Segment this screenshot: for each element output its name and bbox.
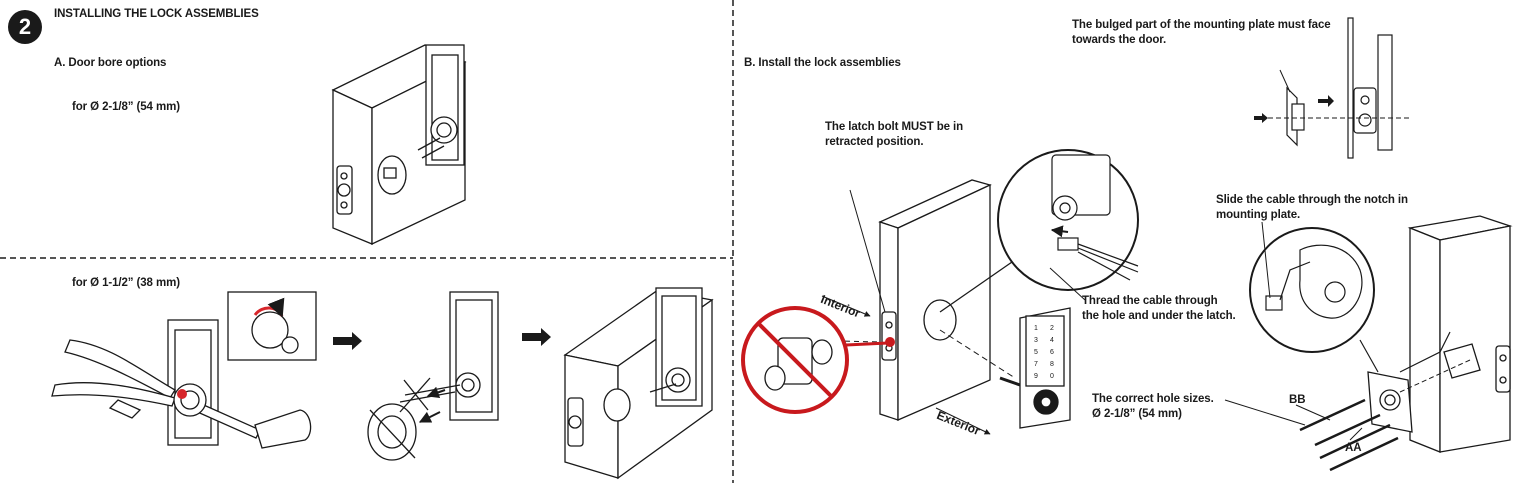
door-bore-heading: A. Door bore options xyxy=(54,57,167,69)
red-highlight-dot xyxy=(177,389,187,399)
slide-cable-note: Slide the cable through the notch in mou… xyxy=(1216,194,1408,221)
latch-note: The latch bolt MUST be in retracted posi… xyxy=(825,121,964,148)
keypad-key-2: 2 xyxy=(1050,325,1054,332)
mounting-plate-side-view xyxy=(1286,17,1393,159)
lock-disassembly xyxy=(367,291,499,461)
keypad-key-5: 5 xyxy=(1034,349,1038,356)
rotate-red-arrow xyxy=(253,297,285,318)
strike-line xyxy=(369,409,416,459)
step-number-badge: 2 xyxy=(8,10,42,44)
bore-option-54mm: for Ø 2-1/8” (54 mm) xyxy=(72,101,180,113)
flow-arrow-2 xyxy=(522,328,551,346)
exterior-keypad xyxy=(999,307,1071,429)
keypad-key-0: 0 xyxy=(1050,373,1054,380)
keypad-key-6: 6 xyxy=(1050,349,1054,356)
keypad-key-4: 4 xyxy=(1050,337,1054,344)
door-illustration-38mm xyxy=(563,287,714,480)
keypad-key-9: 9 xyxy=(1034,373,1038,380)
install-lock-heading: B. Install the lock assemblies xyxy=(744,57,901,69)
bore-option-38mm: for Ø 1-1/2” (38 mm) xyxy=(72,277,180,289)
interior-door-b xyxy=(1407,215,1513,453)
pliers-and-screwdriver xyxy=(51,291,317,449)
step-number: 2 xyxy=(18,14,32,39)
mounting-plate-note: The bulged part of the mounting plate mu… xyxy=(1072,19,1331,46)
latch-highlight xyxy=(885,337,895,347)
thread-cable-note: Thread the cable through the hole and un… xyxy=(1082,295,1236,322)
screw-label-bb: BB xyxy=(1289,394,1306,406)
section-title: INSTALLING THE LOCK ASSEMBLIES xyxy=(54,8,259,20)
prohibition-sign xyxy=(741,306,849,414)
screws-bb-aa xyxy=(1299,398,1399,472)
flow-arrow-1 xyxy=(333,332,362,350)
keypad-key-8: 8 xyxy=(1050,361,1054,368)
hole-size-note: The correct hole sizes. Ø 2-1/8” (54 mm) xyxy=(1092,393,1214,420)
keypad-key-1: 1 xyxy=(1034,325,1038,332)
door-illustration-54mm xyxy=(331,44,467,246)
mounting-plate-front xyxy=(1367,371,1413,433)
keypad-key-3: 3 xyxy=(1034,337,1038,344)
keypad-key-7: 7 xyxy=(1034,361,1038,368)
main-door-b xyxy=(878,179,992,421)
